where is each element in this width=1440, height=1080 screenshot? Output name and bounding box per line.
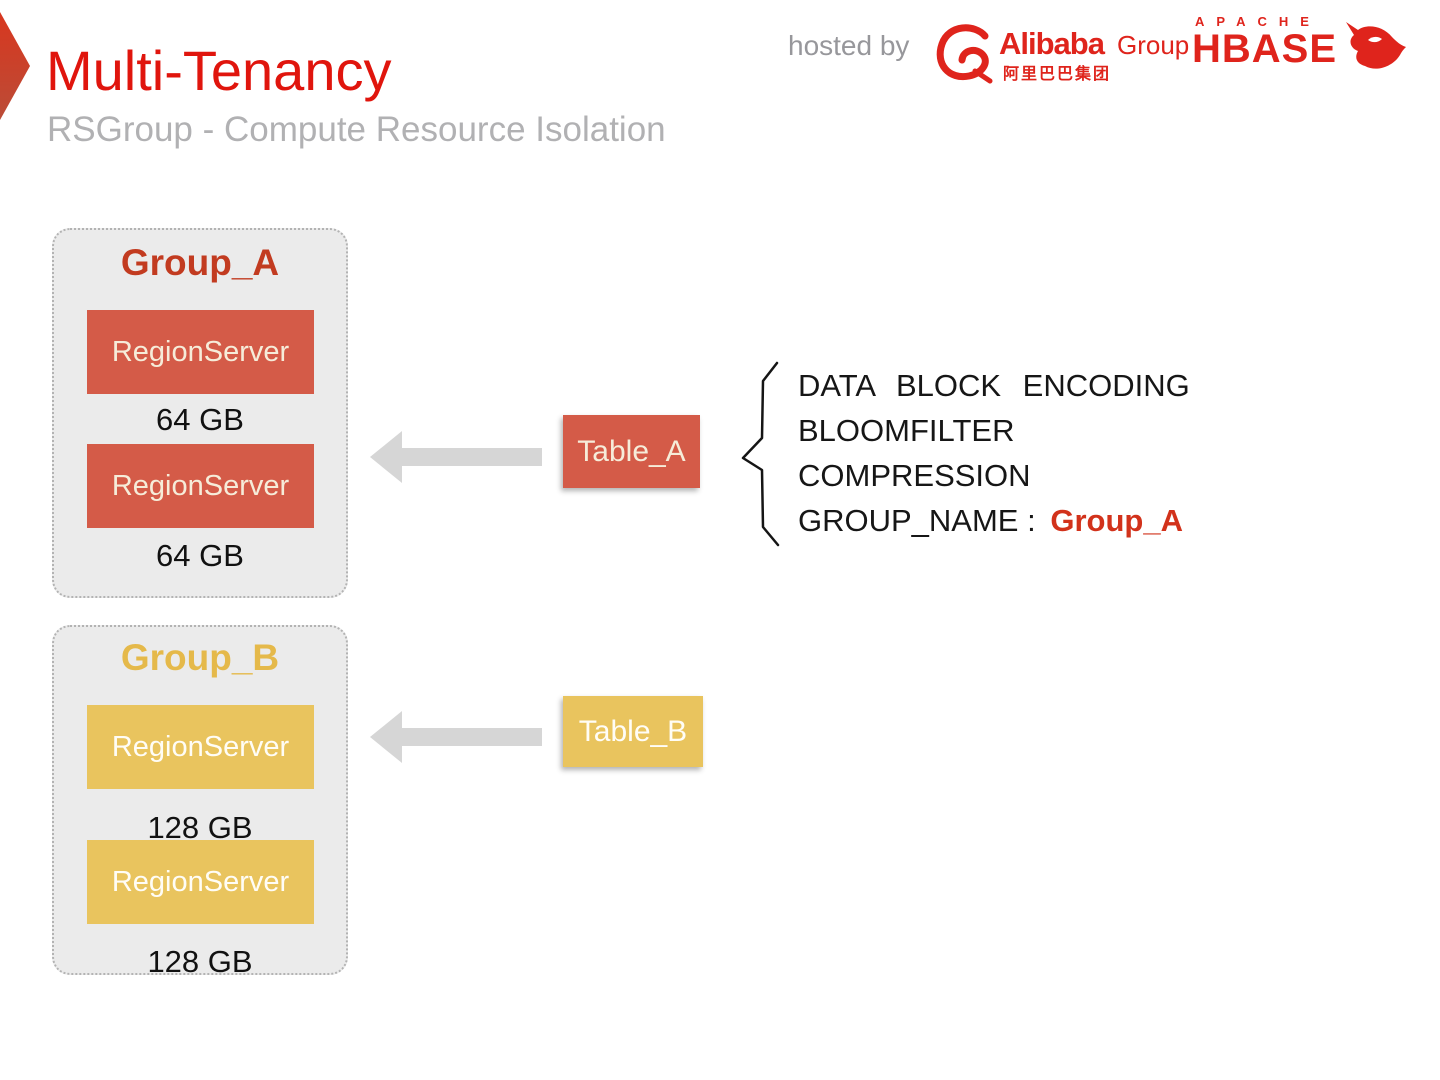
group-a-title: Group_A (120, 242, 280, 283)
group-a-memory-2: 64 GB (156, 538, 244, 573)
apache-wordmark: APACHE (1195, 14, 1321, 29)
property-line-group-name: GROUP_NAME : Group_A (798, 498, 1190, 543)
property-line: BLOOMFILTER (798, 413, 1015, 448)
regionserver-label: RegionServer (111, 469, 290, 502)
group-a-regionserver-2: RegionServer (87, 444, 314, 528)
alibaba-chinese-wordmark: 阿里巴巴集团 (1003, 66, 1112, 83)
table-a-box: Table_A (563, 415, 700, 488)
table-a-to-group-a-arrow-icon (370, 431, 542, 483)
page-title: Multi-Tenancy (46, 39, 392, 102)
regionserver-label: RegionServer (111, 335, 290, 368)
hbase-wordmark: HBASE (1192, 27, 1338, 71)
alibaba-wordmark: Alibaba (999, 26, 1105, 61)
page-subtitle: RSGroup - Compute Resource Isolation (47, 110, 666, 149)
group-a-regionserver-1: RegionServer (87, 310, 314, 394)
group-b-panel: Group_B RegionServer 128 GB RegionServer… (52, 625, 348, 979)
table-a-properties-list: DATA BLOCK ENCODING BLOOMFILTER COMPRESS… (798, 363, 1190, 543)
hbase-orca-icon (1346, 22, 1406, 69)
group-b-memory-2: 128 GB (147, 944, 253, 979)
properties-brace-icon (741, 361, 780, 547)
apache-hbase-logo: APACHE HBASE (1192, 14, 1412, 80)
group-b-memory-1: 128 GB (147, 810, 253, 845)
alibaba-mark-icon (936, 24, 993, 84)
slide-accent-chevron-icon (0, 12, 30, 120)
alibaba-group-wordmark: Group (1117, 30, 1190, 60)
group-a-panel: Group_A RegionServer 64 GB RegionServer … (52, 228, 348, 598)
group-a-memory-1: 64 GB (156, 402, 244, 437)
group-name-label: GROUP_NAME : (798, 503, 1036, 538)
property-line: DATA BLOCK ENCODING (798, 368, 1190, 403)
property-line: COMPRESSION (798, 458, 1031, 493)
alibaba-group-logo: Alibaba Group 阿里巴巴集团 (933, 14, 1189, 92)
regionserver-label: RegionServer (111, 865, 290, 898)
group-b-regionserver-2: RegionServer (87, 840, 314, 924)
hosted-by-label: hosted by (788, 30, 910, 61)
regionserver-label: RegionServer (111, 730, 290, 763)
group-b-title: Group_B (120, 637, 280, 678)
group-name-value: Group_A (1050, 503, 1183, 538)
group-b-regionserver-1: RegionServer (87, 705, 314, 789)
table-b-box: Table_B (563, 696, 703, 767)
table-b-to-group-b-arrow-icon (370, 711, 542, 763)
